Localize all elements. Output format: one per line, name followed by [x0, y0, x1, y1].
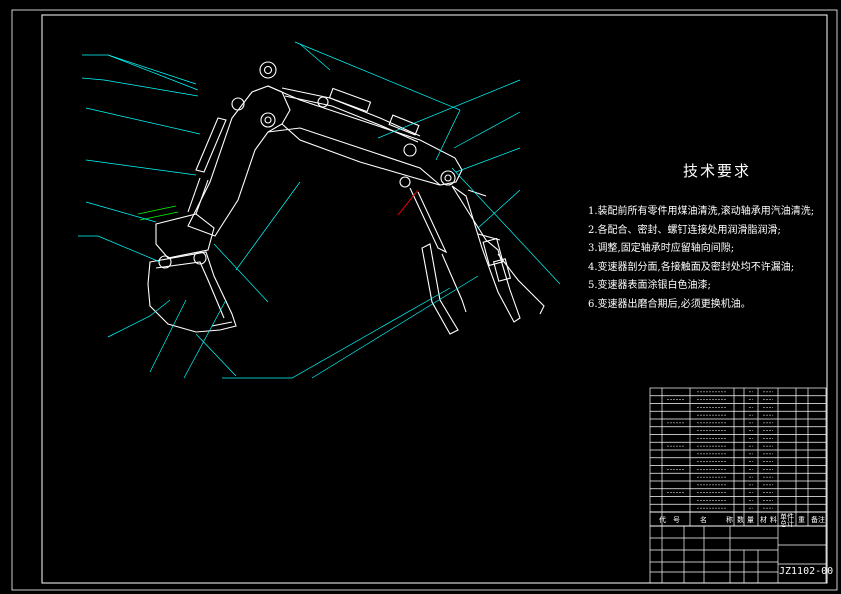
dimension-annotation	[137, 205, 179, 221]
header-total: 总	[780, 520, 787, 528]
header-unit: 单	[780, 513, 787, 521]
technical-requirements-title: 技术要求	[683, 162, 752, 180]
parts-list-entries	[667, 391, 773, 509]
excavator-arm-drawing	[147, 61, 545, 335]
inner-frame	[41, 14, 828, 584]
requirement-item: 6.变速器出磨合期后,必须更换机油。	[588, 298, 751, 310]
header-code: 代	[659, 516, 666, 524]
header-name: 名	[700, 516, 707, 524]
centerline	[397, 189, 419, 216]
requirement-item: 1.装配前所有零件用煤油清洗,滚动轴承用汽油清洗;	[588, 206, 815, 217]
header-qty: 数	[737, 516, 744, 524]
drawing-number: JZ1102-00	[779, 566, 834, 577]
header-total: 计	[787, 520, 794, 528]
requirement-item: 3.调整,固定轴承时应留轴向间隙;	[588, 243, 735, 255]
header-material: 料	[770, 516, 777, 524]
header-remark: 备	[811, 516, 818, 524]
requirement-item: 5.变速器表面涂银白色油漆;	[588, 280, 711, 292]
technical-requirements-list: 1.装配前所有零件用煤油清洗,滚动轴承用汽油清洗; 2.各配合、密封、螺钉连接处…	[588, 203, 814, 315]
header-remark: 注	[818, 516, 825, 524]
header-qty: 量	[747, 516, 754, 524]
title-block	[649, 387, 827, 584]
requirement-item: 2.各配合、密封、螺钉连接处用润滑脂润滑;	[588, 224, 781, 236]
header-unit: 件	[787, 513, 794, 521]
outer-frame	[11, 9, 838, 591]
header-name: 称	[726, 516, 733, 524]
leader-lines	[78, 41, 561, 379]
header-code: 号	[673, 516, 680, 524]
requirement-item: 4.变速器剖分面,各接触面及密封处均不许漏油;	[588, 261, 795, 273]
header-material: 材	[760, 516, 767, 524]
header-weight: 重	[798, 516, 805, 524]
